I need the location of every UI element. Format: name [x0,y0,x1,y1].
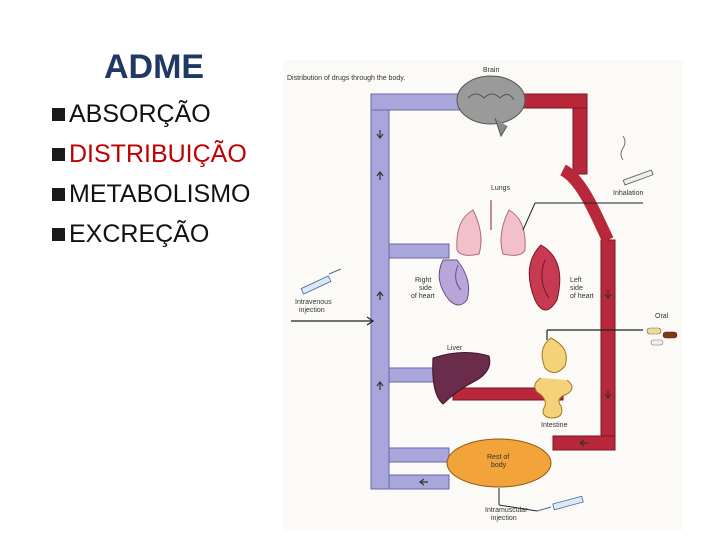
bullet-text: DISTRIBUIÇÃO [69,140,247,168]
diagram-title: Distribution of drugs through the body. [287,75,405,82]
rest-of-body-organ [446,438,552,488]
liver-organ [432,352,491,405]
flow-arrows [376,130,612,486]
bullet-text: ABSORÇÃO [69,100,211,128]
pills-icon [646,327,678,346]
lungs-organ [456,200,526,256]
label-intestine: Intestine [541,422,568,429]
label-right-heart-1: Right [415,277,431,284]
drug-distribution-diagram: Distribution of drugs through the body. … [283,60,683,530]
bullet-text: EXCREÇÃO [69,220,210,248]
bullet-absorcao: ABSORÇÃO [52,94,251,134]
lungs-leader-line [522,202,536,231]
label-oral: Oral [655,313,669,320]
left-heart-organ [528,244,561,311]
arrow-left-icon [579,439,588,447]
arrow-up-icon [376,291,384,300]
brain-organ [456,75,526,138]
label-right-heart-3: of heart [411,293,435,300]
bullet-excrecao: EXCREÇÃO [52,214,251,254]
label-rest-of-body-2: body [491,462,507,469]
syringe-iv-icon [300,268,342,295]
label-iv-2: injection [299,307,325,314]
syringe-im-icon [536,495,584,512]
label-lungs: Lungs [491,185,511,192]
iv-arrow-head-icon [366,316,375,326]
arrow-up-icon [376,171,384,180]
stomach-intestine-organ [534,337,573,419]
label-iv-1: Intravenous [295,299,332,306]
arrow-down-icon [604,390,612,399]
label-left-heart-1: Left [570,277,582,284]
bullet-marker-icon [52,147,65,161]
cigarette-icon [620,135,654,186]
bullet-distribuicao: DISTRIBUIÇÃO [52,134,251,174]
label-rest-of-body-1: Rest of [487,454,509,461]
label-left-heart-2: side [570,285,583,292]
arrow-down-icon [376,130,384,139]
bullet-marker-icon [52,187,65,201]
bullet-list: ABSORÇÃO DISTRIBUIÇÃO METABOLISMO EXCREÇ… [52,94,251,254]
label-im-2: injection [491,515,517,522]
bullet-text: METABOLISMO [69,180,251,208]
label-left-heart-3: of heart [570,293,594,300]
label-brain: Brain [483,67,499,74]
bullet-metabolismo: METABOLISMO [52,174,251,214]
label-inhalation: Inhalation [613,190,643,197]
bullet-marker-icon [52,227,65,241]
arrow-left-icon [419,478,428,486]
label-im-1: Intramuscular [485,507,528,514]
bullet-marker-icon [52,107,65,121]
arrow-up-icon [376,381,384,390]
slide-title: ADME [104,48,205,86]
right-heart-organ [438,259,470,306]
label-right-heart-2: side [419,285,432,292]
label-liver: Liver [447,345,463,352]
arrow-down-icon [604,290,612,299]
